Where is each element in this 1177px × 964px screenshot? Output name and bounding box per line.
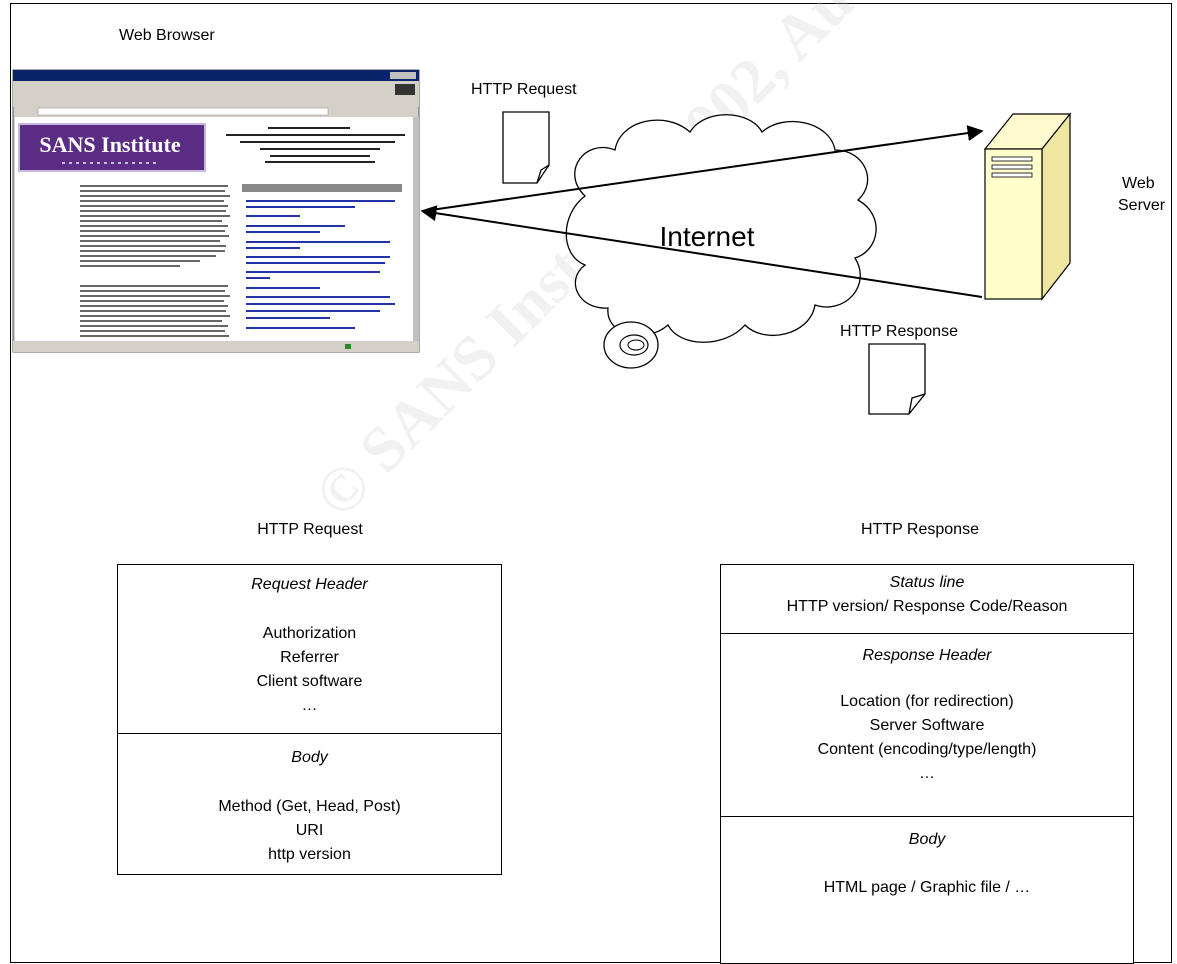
response-body-title: Body xyxy=(908,831,946,848)
http-response-document-icon xyxy=(868,343,926,415)
http-response-top-label: HTTP Response xyxy=(840,323,958,340)
response-header-item: Server Software xyxy=(869,717,985,734)
request-body-item: URI xyxy=(295,822,324,839)
response-divider xyxy=(721,633,1133,634)
request-header-item: … xyxy=(301,697,318,714)
response-body-item: HTML page / Graphic file / … xyxy=(823,879,1031,896)
response-panel-title: HTTP Response xyxy=(861,521,979,538)
web-server-label-1: Web xyxy=(1122,175,1155,192)
request-body-title: Body xyxy=(291,749,328,766)
request-panel-box: Request Header Authorization Referrer Cl… xyxy=(117,564,502,875)
response-header-item: Content (encoding/type/length) xyxy=(817,741,1037,758)
status-line-title: Status line xyxy=(889,574,965,591)
request-header-item: Client software xyxy=(256,673,363,690)
web-server-icon xyxy=(983,112,1072,301)
response-arrow xyxy=(420,205,983,298)
http-request-top-label: HTTP Request xyxy=(471,81,577,98)
web-browser-label: Web Browser xyxy=(119,27,215,44)
browser-screenshot: SANS Institute xyxy=(12,69,420,353)
request-header-item: Authorization xyxy=(262,625,357,642)
status-line-text: HTTP version/ Response Code/Reason xyxy=(786,598,1068,615)
request-divider xyxy=(118,733,501,734)
request-header-item: Referrer xyxy=(280,649,339,666)
request-body-item: Method (Get, Head, Post) xyxy=(218,798,401,815)
http-request-document-icon xyxy=(502,111,550,184)
internet-cloud xyxy=(565,114,877,369)
web-server-label-2: Server xyxy=(1118,197,1166,214)
request-arrow xyxy=(423,125,984,212)
request-header-title: Request Header xyxy=(251,576,368,593)
request-panel-title: HTTP Request xyxy=(257,521,363,538)
request-body-item: http version xyxy=(268,846,351,863)
response-header-item: … xyxy=(919,765,935,782)
response-header-item: Location (for redirection) xyxy=(840,693,1014,710)
sans-logo-text: SANS Institute xyxy=(39,132,180,157)
response-panel-box: Status line HTTP version/ Response Code/… xyxy=(720,564,1134,964)
response-header-title: Response Header xyxy=(862,647,992,664)
internet-label: Internet xyxy=(660,221,755,252)
response-divider xyxy=(721,816,1133,817)
